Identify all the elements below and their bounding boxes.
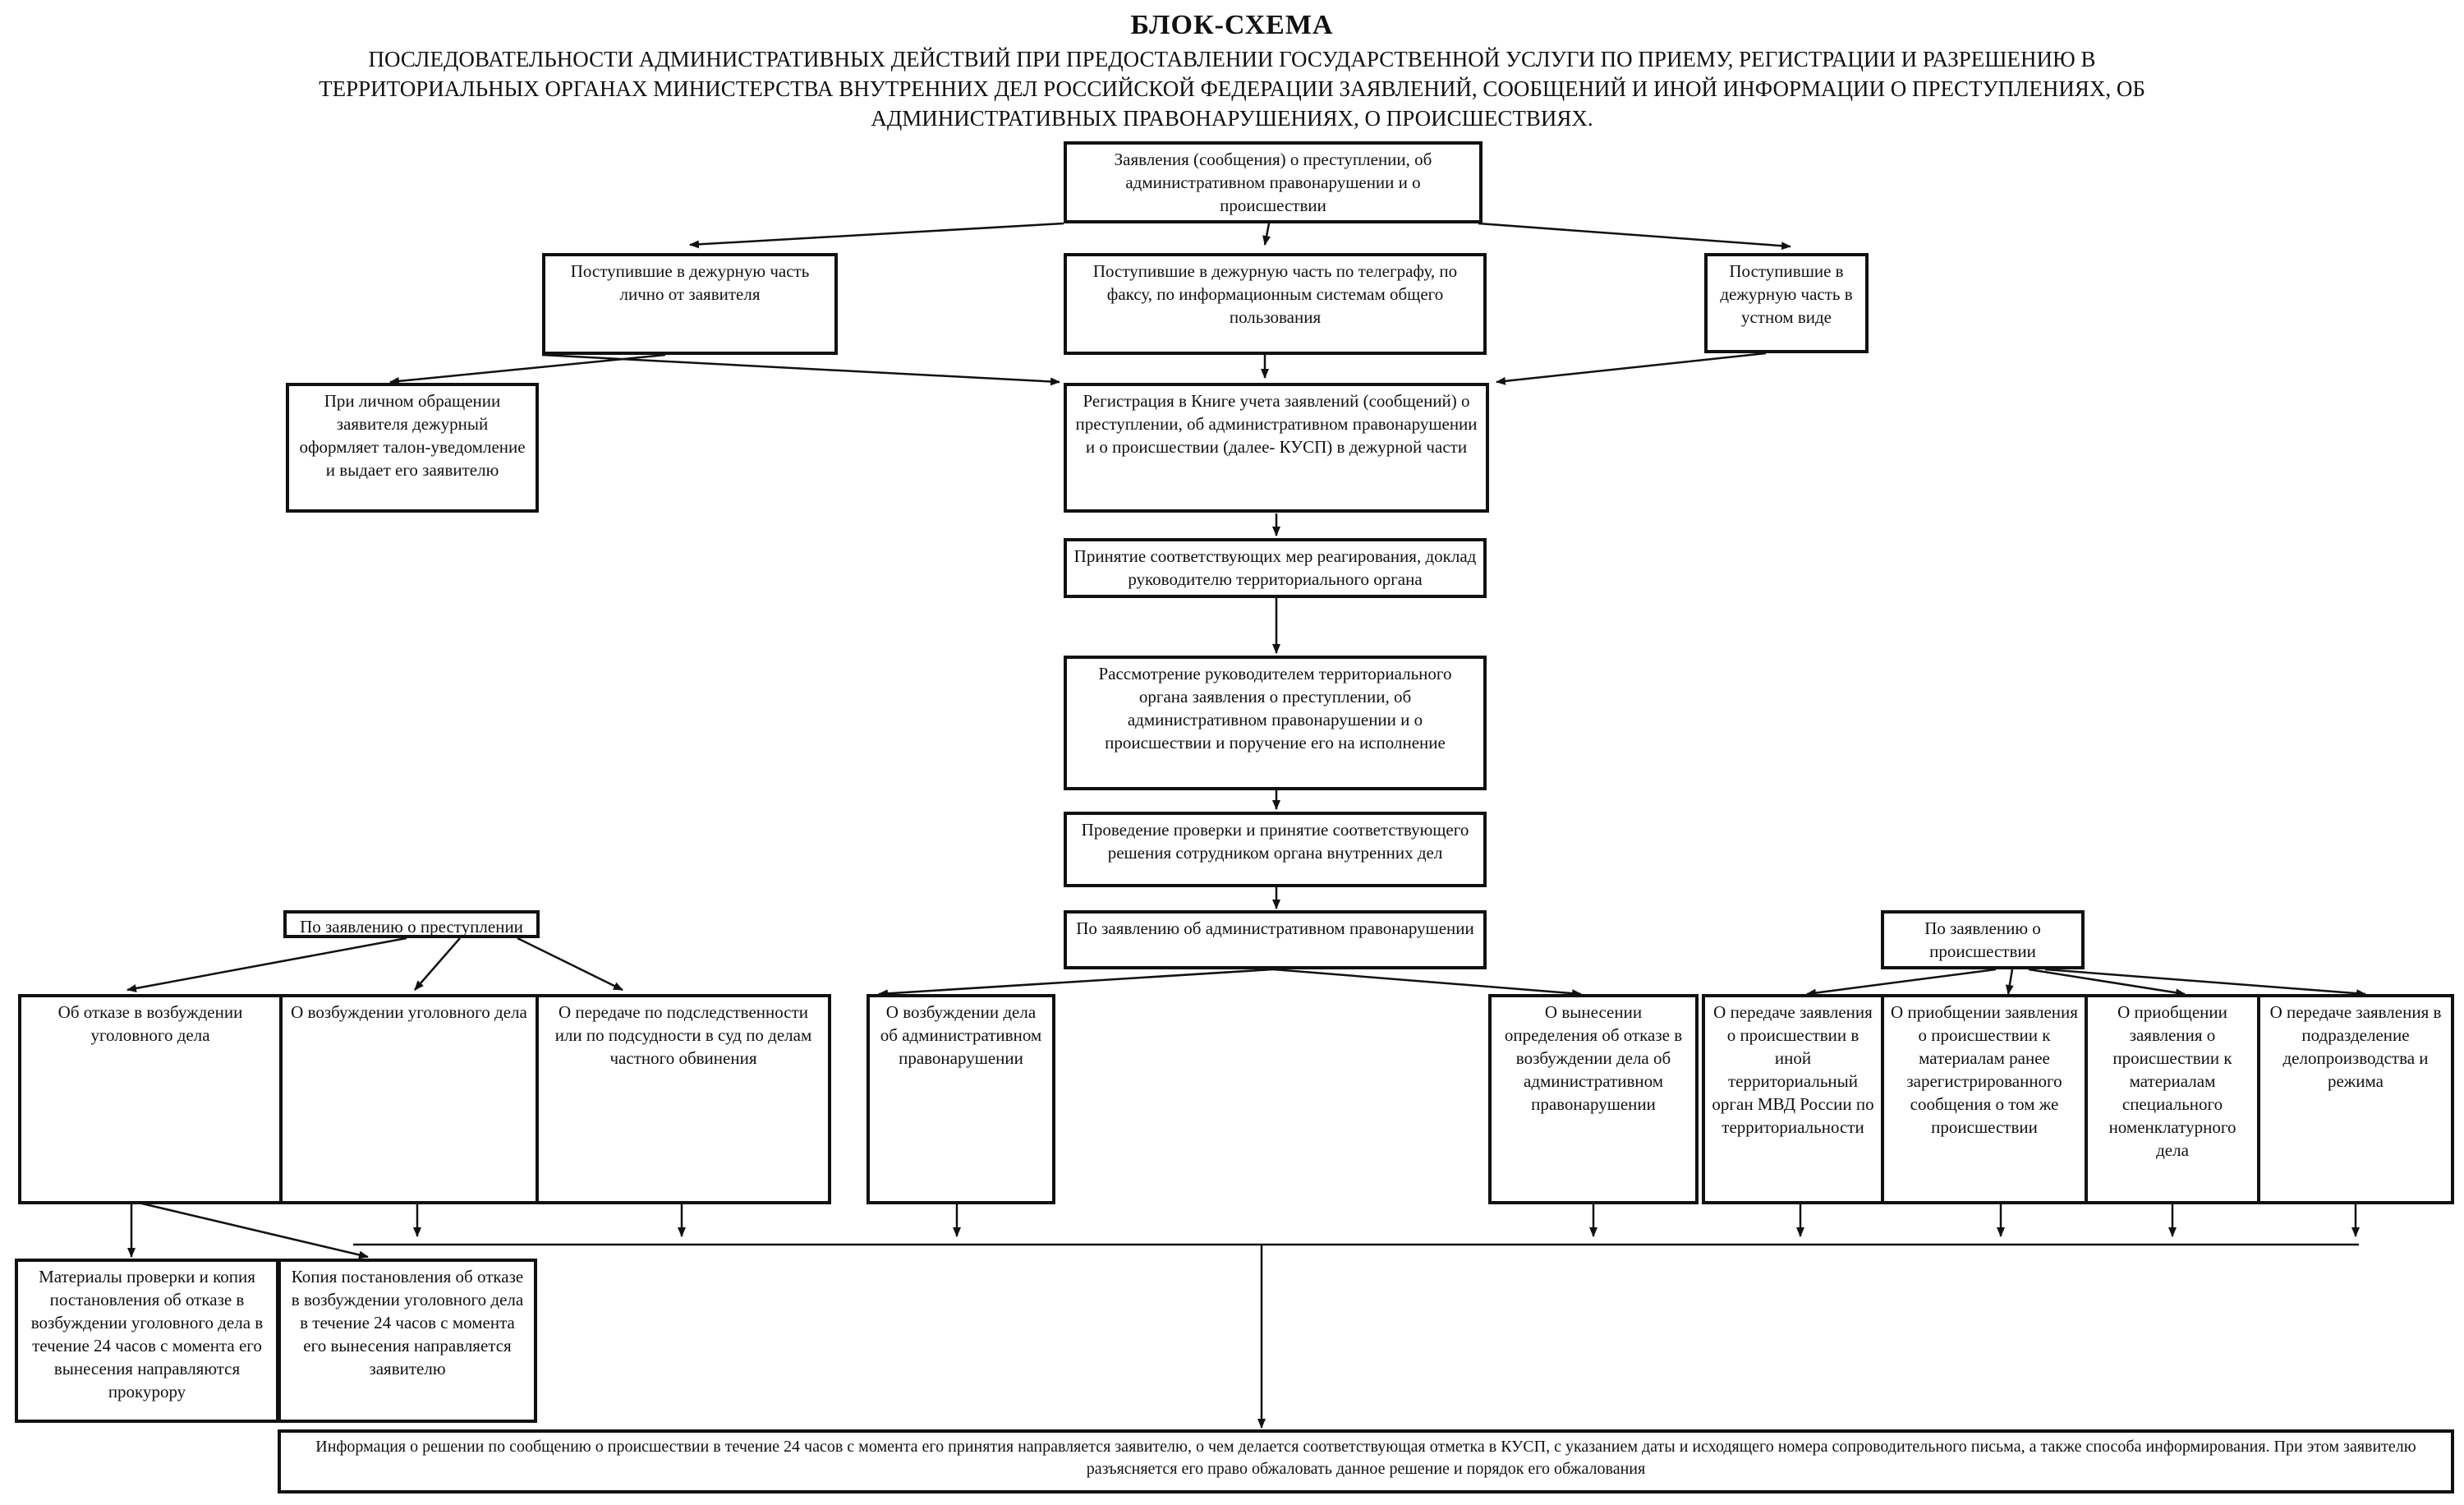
oral-box: Поступившие в дежурную часть в устном ви… <box>1704 253 1869 353</box>
copy-applicant-box: Копия постановления об отказе в возбужде… <box>278 1259 537 1423</box>
measures-box: Принятие соответствующих мер реагировани… <box>1064 538 1487 598</box>
registration-box: Регистрация в Книге учета заявлений (соо… <box>1064 383 1489 513</box>
open-criminal-box: О возбуждении уголовного дела <box>279 994 539 1204</box>
root-box: Заявления (сообщения) о преступлении, об… <box>1064 141 1483 223</box>
incident-branch-box: По заявлению о происшествии <box>1881 910 2085 969</box>
talon-box: При личном обращении заявителя дежурный … <box>286 383 539 513</box>
telegraph-box: Поступившие в дежурную часть по телеграф… <box>1064 253 1487 355</box>
transfer-records-box: О передаче заявления в подразделение дел… <box>2257 994 2454 1204</box>
check-box: Проведение проверки и принятие соответст… <box>1064 812 1487 887</box>
diagram-subtitle: последовательности административных дейс… <box>319 47 2145 131</box>
in-person-box: Поступившие в дежурную часть лично от за… <box>542 253 838 355</box>
crime-branch-box: По заявлению о преступлении <box>283 910 540 938</box>
to-prosecutor-box: Материалы проверки и копия постановления… <box>15 1259 279 1423</box>
final-info-box: Информация о решении по сообщению о прои… <box>278 1429 2454 1493</box>
refuse-criminal-box: Об отказе в возбуждении уголовного дела <box>18 994 283 1204</box>
attach-special-box: О приобщении заявления о происшествии к … <box>2085 994 2260 1204</box>
diagram-title: БЛОК-СХЕМА <box>1130 10 1334 40</box>
refuse-admin-box: О вынесении определения об отказе в возб… <box>1488 994 1699 1204</box>
admin-branch-box: По заявлению об административном правона… <box>1064 910 1487 969</box>
transfer-mvd-box: О передаче заявления о происшествии в ин… <box>1702 994 1884 1204</box>
attach-prior-box: О приобщении заявления о происшествии к … <box>1881 994 2088 1204</box>
open-admin-box: О возбуждении дела об административном п… <box>867 994 1055 1204</box>
transfer-court-box: О передаче по подследственности или по п… <box>536 994 831 1204</box>
review-box: Рассмотрение руководителем территориальн… <box>1064 656 1487 790</box>
